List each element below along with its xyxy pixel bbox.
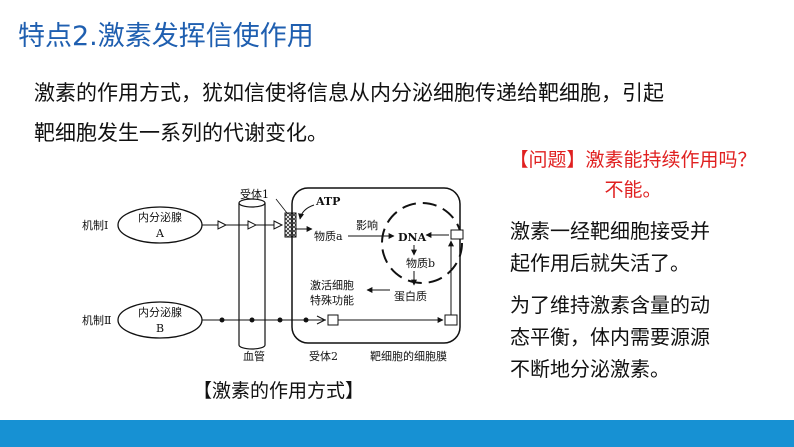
- explanation-line: 起作用后就失活了。: [510, 251, 690, 275]
- substance-a-label: 物质a: [314, 229, 343, 243]
- hormone-a-marker: [273, 220, 284, 230]
- substance-b-label: 物质b: [406, 256, 435, 270]
- blood-vessel-bottom: [238, 344, 266, 350]
- intro-line: 靶细胞发生一系列的代谢变化。: [34, 121, 328, 145]
- explanation-line: 激素一经靶细胞接受并: [510, 219, 710, 243]
- hormone-a-marker: [247, 220, 258, 230]
- explanation-inactivation: 激素一经靶细胞接受并 起作用后就失活了。: [510, 215, 740, 279]
- intro-line: 激素的作用方式，犹如信使将信息从内分泌细胞传递给靶细胞，引起: [34, 81, 664, 105]
- question-text: 【问题】激素能持续作用吗？: [509, 149, 757, 171]
- diagram-svg: 内分泌腺 A 内分泌腺 B 机制Ⅰ 机制Ⅱ 受体1 ATP 物质a 影响 DNA…: [82, 187, 464, 363]
- explanation-secretion: 为了维持激素含量的动 态平衡，体内需要源源 不断地分泌激素。: [510, 289, 740, 385]
- function-label-line1: 激活细胞: [310, 278, 354, 292]
- membrane-label: 靶细胞的细胞膜: [370, 349, 447, 363]
- atp-label: ATP: [315, 195, 340, 208]
- mechanism-1-label: 机制Ⅰ: [82, 218, 108, 232]
- intracellular-receptor: [444, 314, 458, 326]
- hormone-mechanism-diagram: 内分泌腺 A 内分泌腺 B 机制Ⅰ 机制Ⅱ 受体1 ATP 物质a 影响 DNA…: [80, 185, 490, 380]
- figure-caption: 【激素的作用方式】: [193, 380, 365, 402]
- hormone-b-marker: [277, 317, 283, 323]
- hormone-b-marker: [249, 317, 255, 323]
- explanation-line: 态平衡，体内需要源源: [510, 325, 710, 349]
- gland-a-letter: A: [155, 227, 165, 240]
- nuclear-pore-receptor: [450, 229, 464, 240]
- receptor-2-label: 受体2: [309, 349, 338, 363]
- hormone-b-marker: [303, 317, 309, 323]
- gland-a-label: 内分泌腺: [138, 210, 182, 224]
- function-label-line2: 特殊功能: [310, 293, 354, 307]
- receptor-1-pointer: [275, 198, 288, 214]
- footer-bar: [0, 420, 794, 447]
- intro-paragraph: 激素的作用方式，犹如信使将信息从内分泌细胞传递给靶细胞，引起 靶细胞发生一系列的…: [34, 73, 664, 153]
- receptor-2: [327, 314, 339, 326]
- pathway-2-arrowhead: [316, 315, 327, 325]
- mechanism-2-label: 机制Ⅱ: [82, 313, 111, 327]
- gland-b-label: 内分泌腺: [138, 305, 182, 319]
- hormone-b-marker: [219, 317, 225, 323]
- dna-label: DNA: [398, 231, 427, 244]
- gland-b-letter: B: [156, 322, 164, 335]
- slide-title: 特点2.激素发挥信使作用: [18, 21, 314, 52]
- atp-arrow: [298, 204, 315, 220]
- target-cell: [291, 187, 461, 344]
- nucleus: [381, 202, 463, 284]
- hormone-a-marker: [217, 220, 228, 230]
- influence-label: 影响: [356, 219, 378, 232]
- receptor-1: [284, 212, 297, 238]
- answer-text: 不能。: [604, 179, 662, 201]
- receptor-1-label: 受体1: [240, 187, 269, 201]
- vessel-label: 血管: [243, 349, 265, 363]
- protein-label: 蛋白质: [394, 289, 427, 303]
- explanation-line: 为了维持激素含量的动: [510, 293, 710, 317]
- question-block: 【问题】激素能持续作用吗？ 不能。: [478, 145, 788, 205]
- explanation-line: 不断地分泌激素。: [510, 357, 670, 381]
